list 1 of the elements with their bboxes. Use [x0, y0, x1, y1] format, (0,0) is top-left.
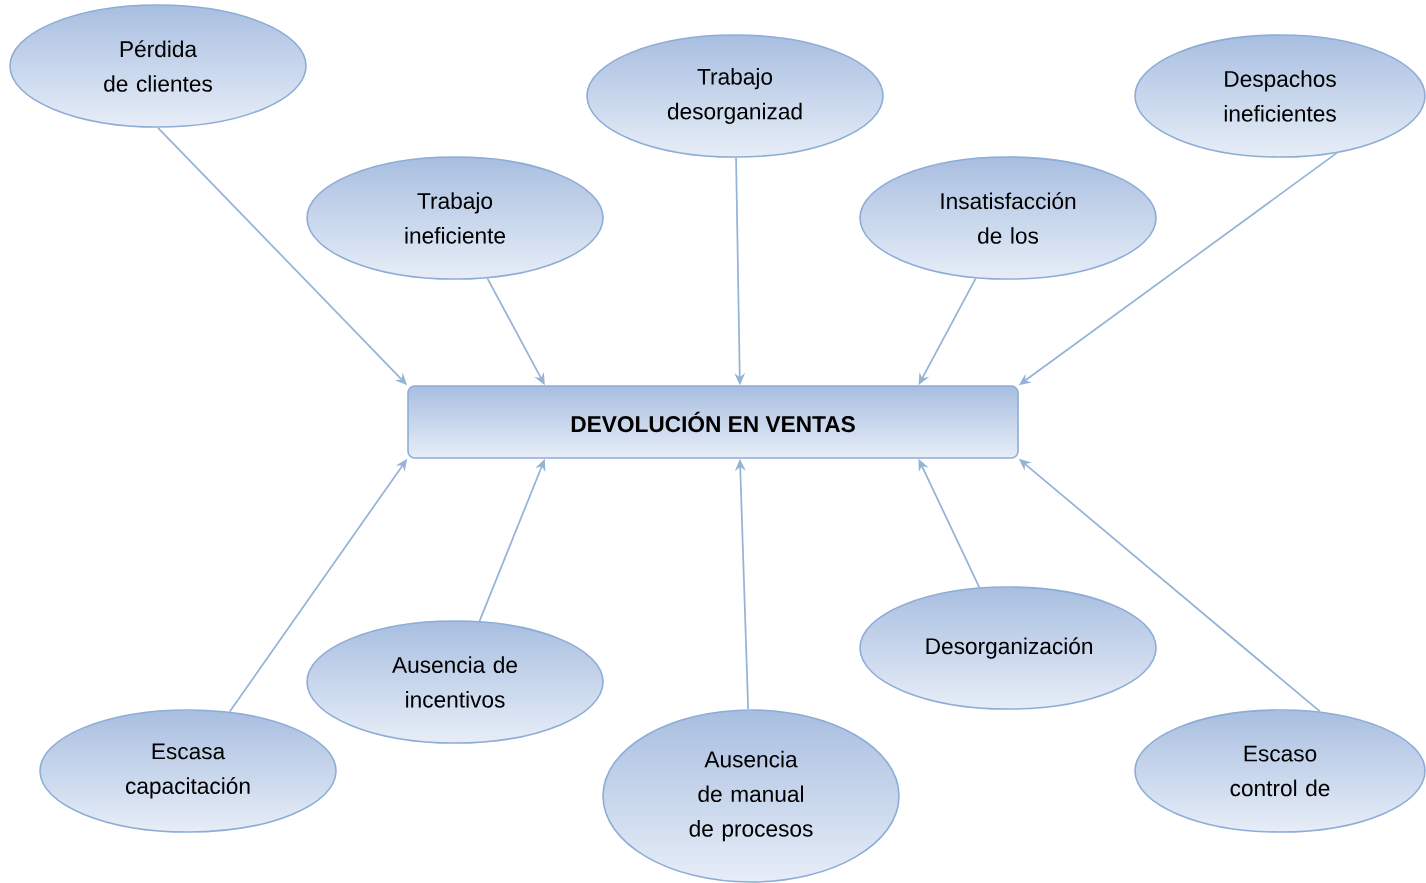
problem-box: DEVOLUCIÓN EN VENTAS [407, 385, 1019, 459]
